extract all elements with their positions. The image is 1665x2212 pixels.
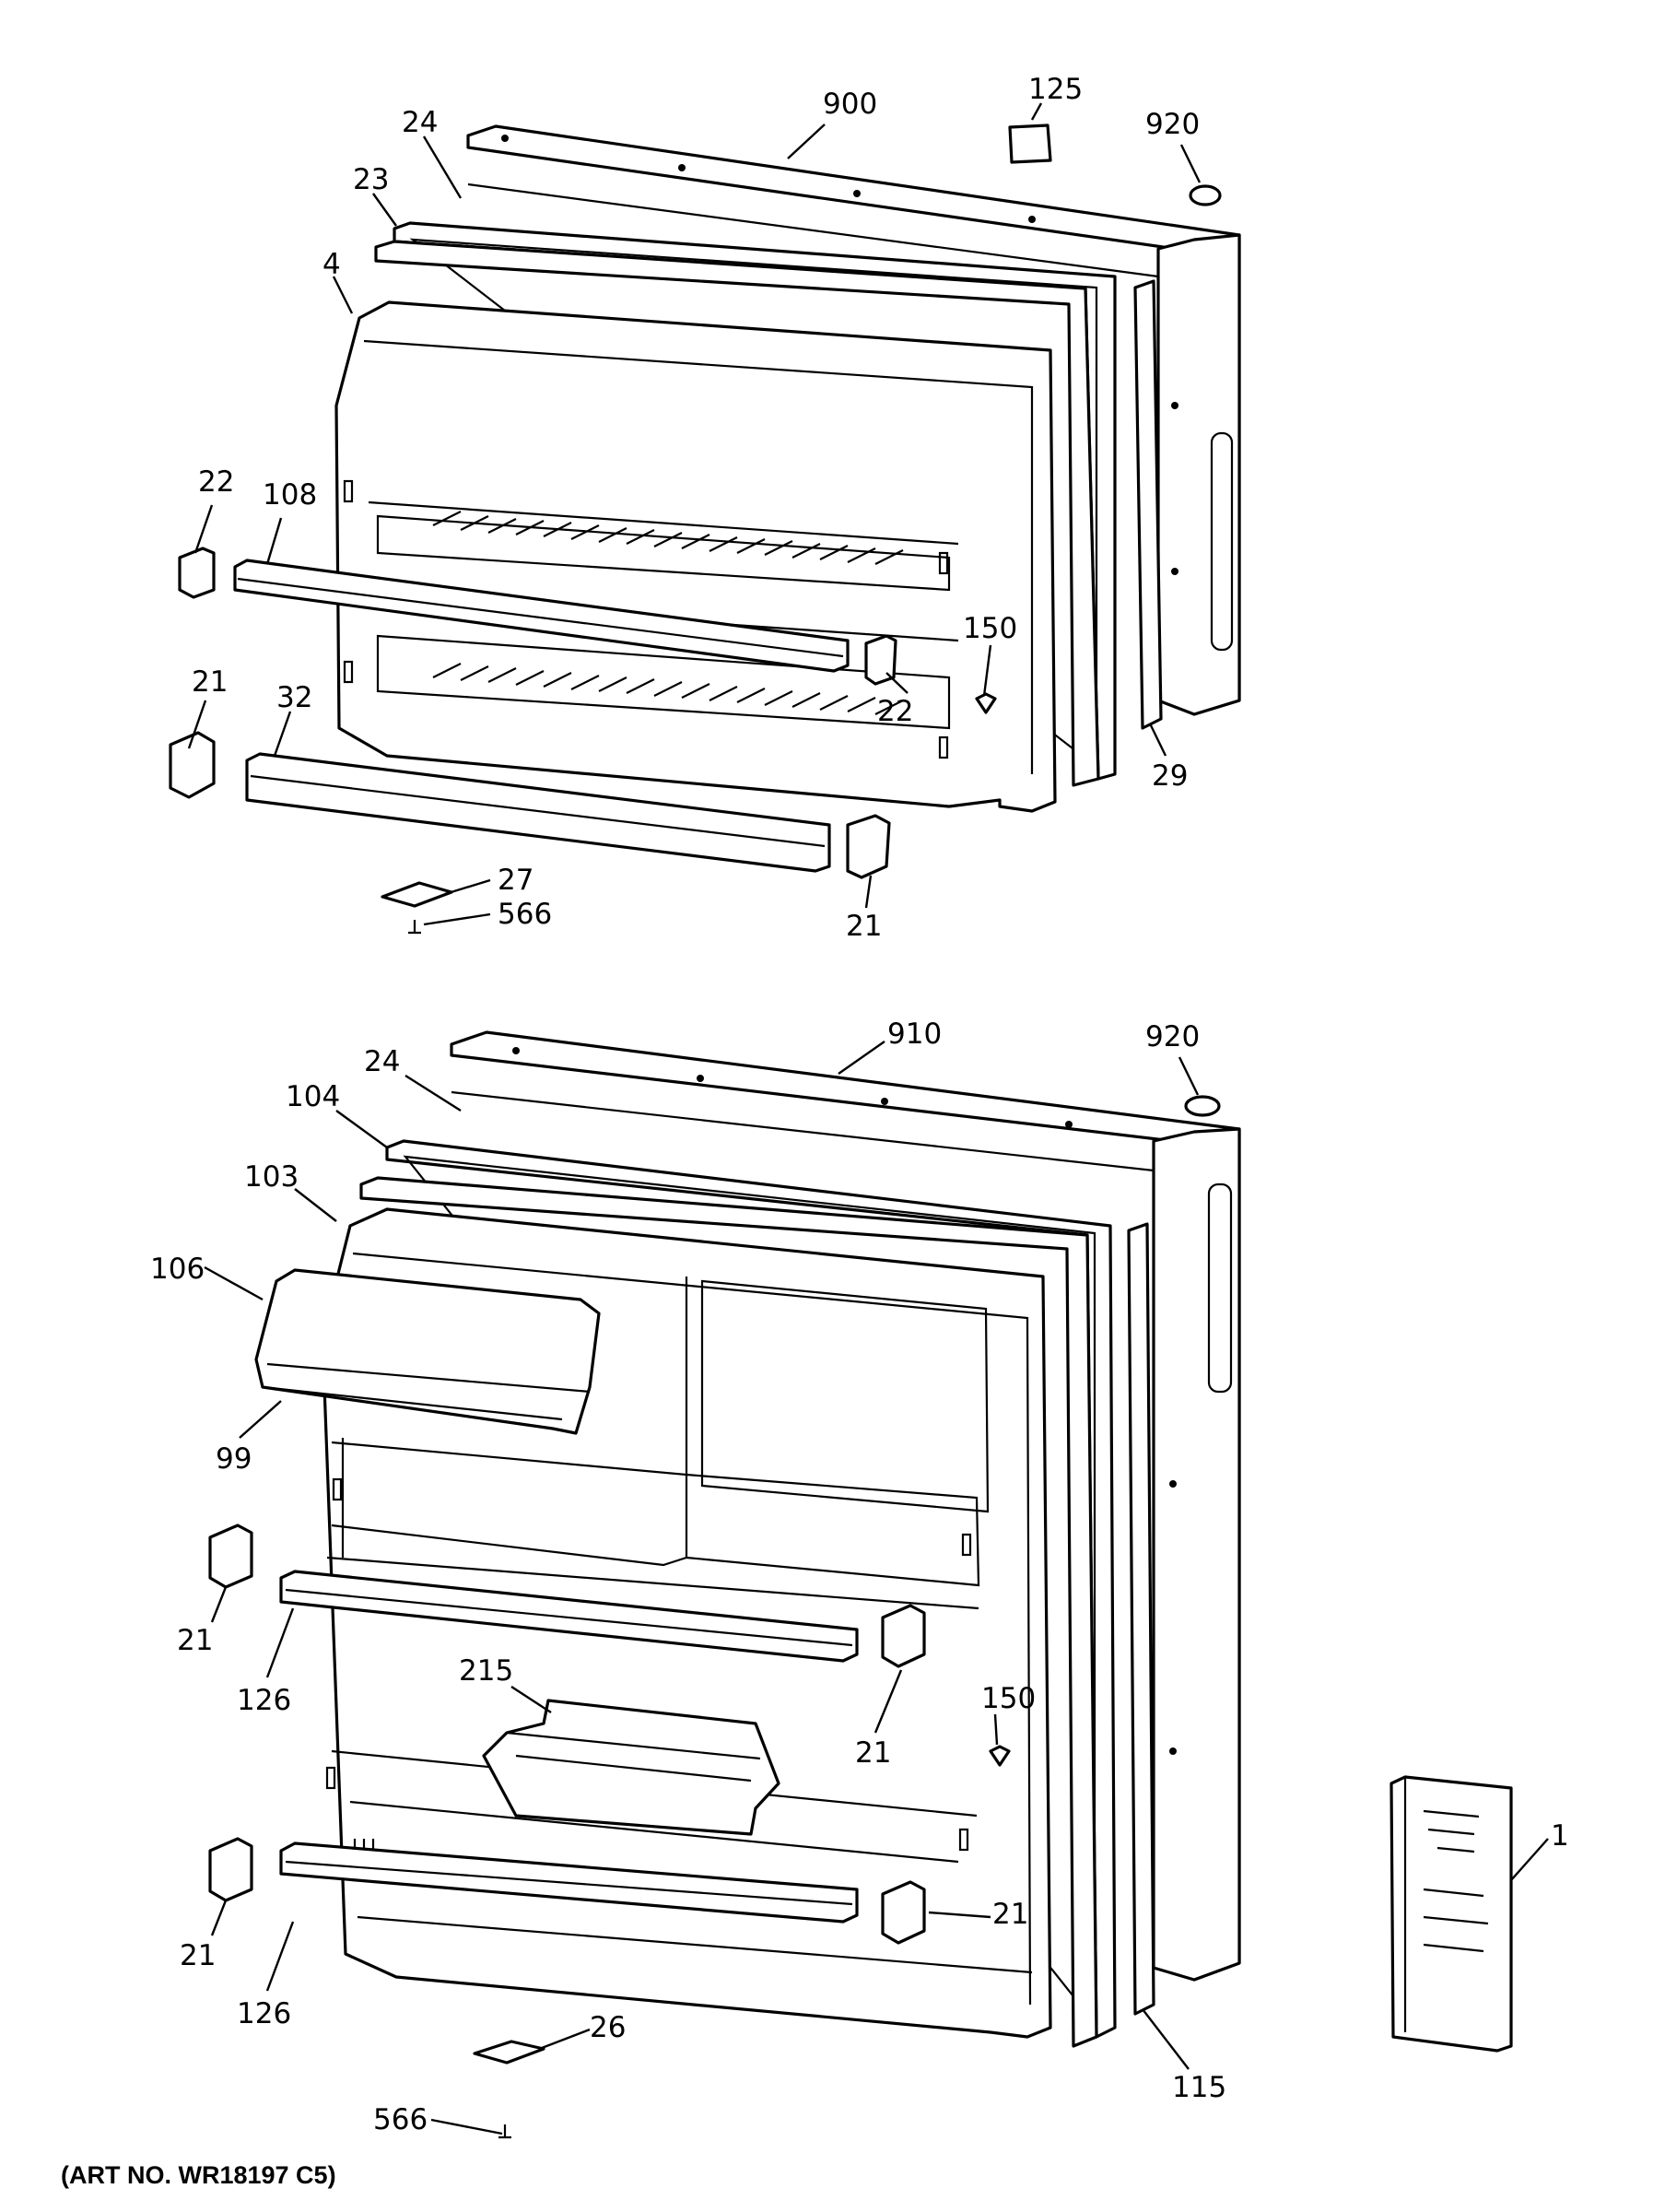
callout-24: 24 bbox=[402, 106, 438, 139]
part-21-shelf-end-cap bbox=[881, 1880, 926, 1945]
callout-23: 23 bbox=[353, 163, 389, 196]
part-126-shelf-bar-upper bbox=[279, 1570, 859, 1663]
art-number-caption: (ART NO. WR18197 C5) bbox=[61, 2161, 336, 2189]
part-23-24-gasket bbox=[374, 221, 1117, 787]
callout-27: 27 bbox=[498, 864, 534, 897]
callout-21: 21 bbox=[177, 1624, 213, 1657]
callout-125: 125 bbox=[1028, 73, 1083, 106]
part-566-screw bbox=[408, 920, 421, 935]
part-1-literature-book bbox=[1389, 1775, 1513, 2053]
part-566-screw bbox=[498, 2124, 511, 2139]
callout-29: 29 bbox=[1152, 759, 1188, 793]
callout-104: 104 bbox=[286, 1080, 340, 1113]
part-150-screw bbox=[975, 692, 997, 714]
part-29-breaker-strip bbox=[1133, 279, 1163, 730]
part-22-shelf-end-cap-left bbox=[178, 547, 216, 599]
callout-21: 21 bbox=[180, 1939, 216, 1972]
callout-22: 22 bbox=[198, 465, 234, 499]
part-32-freezer-shelf-bar bbox=[245, 752, 831, 873]
callout-150: 150 bbox=[963, 612, 1017, 645]
callout-4: 4 bbox=[322, 248, 341, 281]
part-21-shelf-end-cap-right bbox=[846, 814, 891, 879]
callout-21: 21 bbox=[855, 1736, 891, 1770]
callout-103: 103 bbox=[244, 1160, 299, 1194]
part-21-shelf-end-cap bbox=[208, 1524, 253, 1589]
part-920-plug bbox=[1184, 1095, 1221, 1117]
part-126-shelf-bar-lower bbox=[279, 1841, 859, 1924]
callout-24: 24 bbox=[364, 1045, 400, 1078]
callout-leaders bbox=[187, 102, 1549, 2136]
part-920-plug bbox=[1189, 184, 1222, 206]
callout-566: 566 bbox=[373, 2103, 428, 2136]
callout-126: 126 bbox=[237, 1684, 291, 1717]
part-106-dairy-door bbox=[254, 1268, 601, 1435]
part-150-screw bbox=[989, 1745, 1011, 1767]
callout-32: 32 bbox=[276, 681, 312, 714]
part-4-freezer-door-liner bbox=[334, 300, 1057, 813]
callout-99: 99 bbox=[216, 1442, 252, 1476]
callout-106: 106 bbox=[150, 1253, 205, 1286]
callout-566: 566 bbox=[498, 898, 552, 931]
part-26-hinge bbox=[473, 2040, 545, 2065]
part-22-shelf-end-cap-right bbox=[864, 634, 897, 686]
callout-21: 21 bbox=[192, 665, 228, 699]
callout-115: 115 bbox=[1172, 2071, 1226, 2104]
part-21-shelf-end-cap bbox=[881, 1604, 926, 1668]
callout-1: 1 bbox=[1551, 1819, 1569, 1853]
callout-900: 900 bbox=[823, 88, 877, 121]
callout-21: 21 bbox=[846, 910, 882, 943]
callout-910: 910 bbox=[887, 1018, 942, 1051]
callout-150: 150 bbox=[981, 1682, 1036, 1715]
callout-920: 920 bbox=[1145, 1020, 1200, 1053]
callout-108: 108 bbox=[263, 478, 317, 512]
part-215-door-bin bbox=[482, 1699, 780, 1836]
callout-26: 26 bbox=[590, 2011, 626, 2044]
callout-215: 215 bbox=[459, 1654, 513, 1688]
freezer-door-assembly bbox=[169, 124, 1241, 935]
part-21-shelf-end-cap bbox=[208, 1837, 253, 1902]
part-27-hinge bbox=[381, 881, 453, 908]
part-115-breaker-strip bbox=[1127, 1222, 1155, 2016]
fresh-food-door-assembly bbox=[208, 1030, 1513, 2139]
part-125-badge bbox=[1008, 124, 1052, 164]
part-108-freezer-shelf-bar bbox=[233, 559, 850, 673]
callout-labels: 900 125 920 24 23 4 22 108 150 22 21 32 … bbox=[150, 73, 1569, 2136]
part-21-shelf-end-cap-left bbox=[169, 731, 216, 799]
callout-920: 920 bbox=[1145, 108, 1200, 141]
part-900-freezer-outer-door bbox=[466, 124, 1241, 716]
callout-22: 22 bbox=[877, 695, 913, 728]
callout-21: 21 bbox=[992, 1898, 1028, 1931]
callout-126: 126 bbox=[237, 1997, 291, 2030]
